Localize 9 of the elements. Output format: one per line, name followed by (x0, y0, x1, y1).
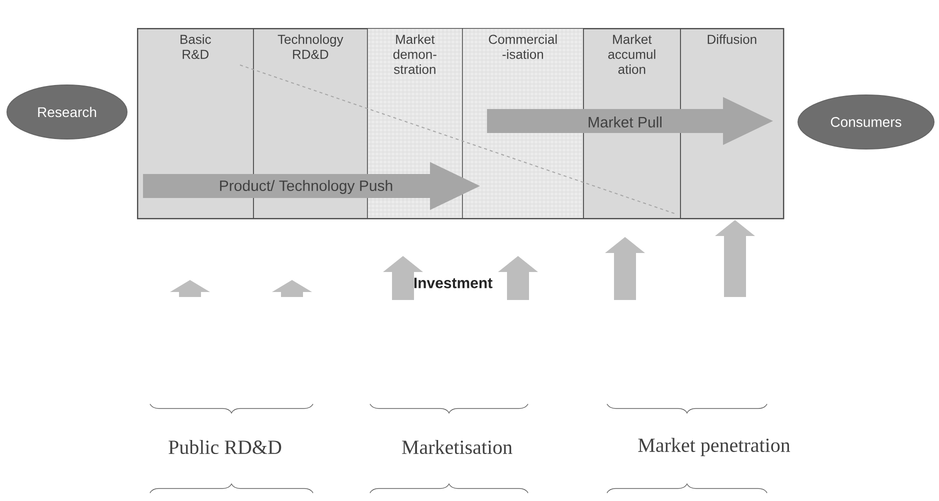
group-label: Market penetration (638, 438, 790, 456)
oval: Research (6, 84, 128, 140)
group-label: Public RD&D (168, 440, 282, 454)
arrow-banner: Product/ Technology Push (143, 162, 480, 210)
label: Investment (414, 278, 492, 288)
arrow-banner: Market Pull (487, 97, 773, 145)
oval: Consumers (798, 94, 934, 150)
group-label: Marketisation (402, 440, 512, 454)
stage-column: Diffusion (680, 28, 784, 219)
